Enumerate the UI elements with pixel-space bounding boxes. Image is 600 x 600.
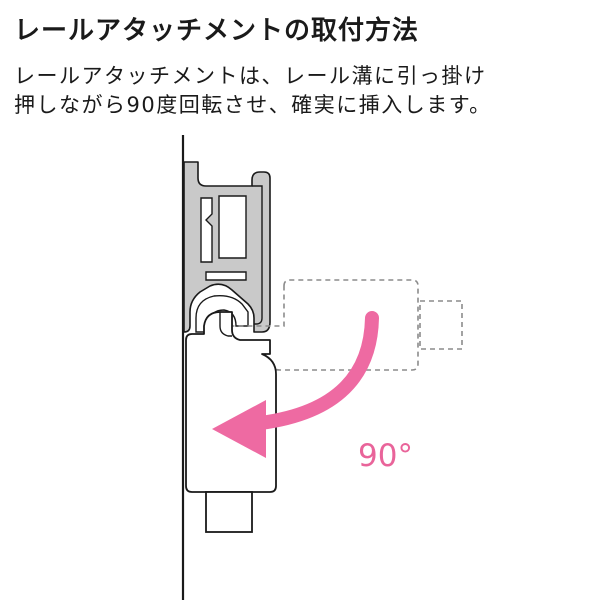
rail-profile xyxy=(183,161,271,333)
instruction-text: レールアタッチメントは、レール溝に引っ掛け 押しながら90度回転させ、確実に挿入… xyxy=(14,62,492,120)
attachment-stem xyxy=(205,491,253,533)
instruction-line-1: レールアタッチメントは、レール溝に引っ掛け xyxy=(14,64,487,88)
rotation-arrow-icon xyxy=(212,311,379,458)
page-title: レールアタッチメントの取付方法 xyxy=(14,16,420,46)
attachment-before-rotation xyxy=(205,279,463,371)
rotation-angle-label: 90° xyxy=(358,438,413,474)
instruction-line-2: 押しながら90度回転させ、確実に挿入します。 xyxy=(14,93,492,117)
